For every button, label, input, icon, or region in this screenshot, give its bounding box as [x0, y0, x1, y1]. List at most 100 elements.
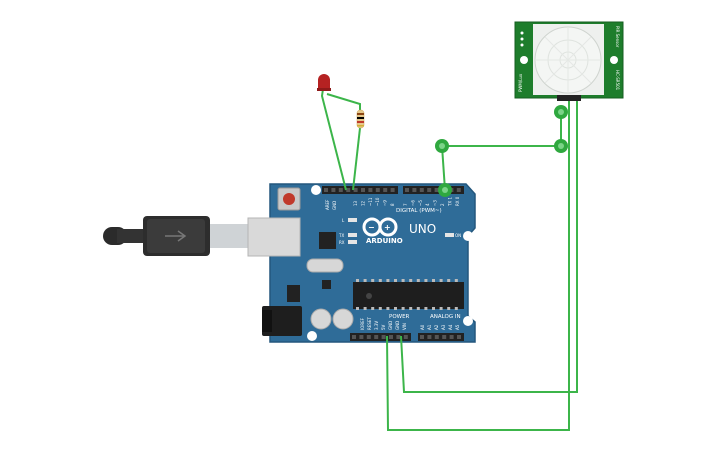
capacitor [310, 308, 332, 330]
header-pin[interactable] [375, 188, 380, 192]
digital-pin-label: 12 [360, 200, 365, 206]
chip-pin [432, 279, 435, 282]
wire-led-to-resistor[interactable] [326, 93, 361, 110]
digital-pin-label: ~5 [418, 200, 423, 206]
header-pin[interactable] [352, 335, 356, 339]
pir-sensor[interactable]: PWM/Lux PIR Sensor HC-SR501 [514, 21, 624, 101]
chip-pin [371, 279, 375, 282]
header-pin[interactable] [353, 188, 358, 192]
header-pin[interactable] [457, 335, 461, 339]
chip-pin [371, 307, 375, 310]
header-pin[interactable] [361, 188, 365, 192]
digital-pin-label: ~9 [383, 200, 388, 206]
header-pin[interactable] [374, 335, 379, 339]
svg-text:A3: A3 [441, 324, 446, 330]
arduino-logo: − + [362, 217, 398, 237]
chip-pin [394, 307, 397, 310]
pir-mounting-hole [520, 56, 528, 64]
on-led [445, 233, 454, 237]
header-pin[interactable] [434, 335, 439, 339]
header-pin[interactable] [359, 335, 364, 339]
led-body [318, 74, 330, 90]
header-pin[interactable] [381, 335, 386, 339]
svg-text:A1: A1 [427, 324, 432, 330]
chip-pin [394, 279, 397, 282]
usb-b-port [247, 217, 301, 257]
wire-pin13-to-resistor[interactable] [352, 127, 361, 191]
resistor-band [357, 113, 364, 115]
header-pin[interactable] [434, 188, 439, 192]
header-pin[interactable] [405, 188, 409, 192]
red-led[interactable] [317, 74, 331, 91]
chip-pin [432, 307, 435, 310]
l-led [348, 218, 357, 222]
wire-gnd-to-sensor[interactable] [400, 98, 578, 393]
header-pin[interactable] [368, 188, 373, 192]
pir-header [557, 95, 581, 101]
digital-pin-label: 8 [390, 203, 395, 206]
pir-side-label-right: PIR Sensor [615, 26, 620, 48]
usb-metal-shell [210, 224, 248, 248]
digital-pin-label: 4 [425, 203, 430, 206]
header-pin[interactable] [449, 335, 454, 339]
analog-header [418, 333, 464, 341]
svg-text:GND: GND [395, 321, 400, 330]
header-pin[interactable] [420, 335, 424, 339]
chip-pin [363, 279, 367, 282]
header-pin[interactable] [346, 188, 351, 192]
brand-label: ARDUINO [366, 237, 403, 245]
header-pin[interactable] [383, 188, 388, 192]
header-pin[interactable] [396, 335, 401, 339]
header-pin[interactable] [427, 335, 432, 339]
header-pin[interactable] [331, 188, 336, 192]
svg-text:5V: 5V [381, 324, 386, 330]
on-led-label: ON [455, 233, 461, 238]
svg-text:A0: A0 [420, 324, 425, 330]
resistor-band [357, 121, 364, 123]
usb-cable[interactable] [103, 216, 248, 256]
header-pin[interactable] [442, 335, 447, 339]
usb-symbol-icon [165, 230, 187, 242]
chip-pin [401, 279, 405, 282]
chip-pin [401, 307, 405, 310]
header-pin[interactable] [389, 335, 393, 339]
chip-pin [386, 279, 390, 282]
digital-header-right [403, 186, 464, 194]
wire-led-to-gnd[interactable] [320, 88, 347, 191]
arduino-board[interactable]: − + ARDUINO UNO L TX RX ON DIGITAL (PWM~… [247, 183, 476, 343]
header-pin[interactable] [338, 188, 343, 192]
reset-button-cap [283, 193, 295, 205]
power-label: POWER [389, 314, 410, 320]
dc-power-jack-rim [262, 310, 272, 332]
digital-pin-label: 7 [403, 203, 408, 206]
header-pin[interactable] [419, 188, 424, 192]
digital-pin-label: ~3 [433, 200, 438, 206]
svg-text:+: + [384, 223, 391, 232]
chip-pin [424, 279, 428, 282]
pir-pads [520, 31, 524, 47]
header-pin[interactable] [403, 335, 408, 339]
resistor[interactable] [356, 109, 365, 129]
header-pin[interactable] [427, 188, 432, 192]
analog-pin-labels: A0 A1 A2 A3 A4 A5 [420, 324, 460, 330]
chip-pin [363, 307, 367, 310]
header-pin[interactable] [456, 188, 461, 192]
header-pin[interactable] [390, 188, 395, 192]
header-pin[interactable] [366, 335, 371, 339]
mounting-hole [463, 231, 473, 241]
chip-pin [356, 307, 359, 310]
wire-5v-to-sensor[interactable] [386, 98, 570, 431]
chip-pin [416, 279, 420, 282]
bottom-header-pins [352, 335, 461, 339]
chip-pin [409, 279, 413, 282]
digital-pin-label: ~6 [410, 200, 415, 206]
header-pin[interactable] [412, 188, 417, 192]
svg-text:A2: A2 [434, 324, 439, 330]
power-header [350, 333, 411, 341]
header-pin[interactable] [324, 188, 328, 192]
wire-junctions [435, 105, 568, 197]
pir-mounting-hole [610, 56, 618, 64]
chip-pin [447, 307, 451, 310]
